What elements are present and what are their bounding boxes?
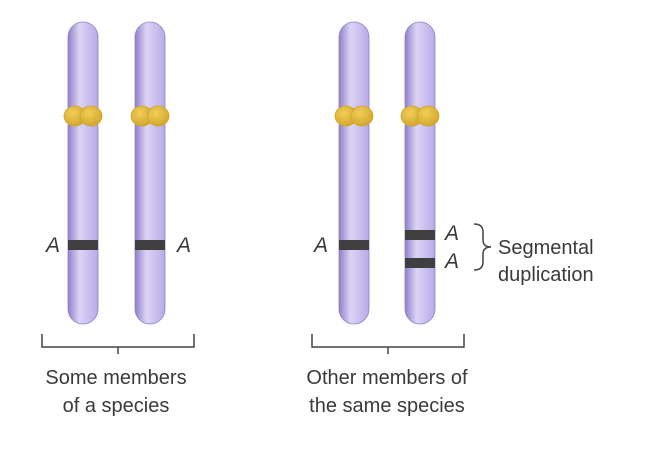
duplication-brace xyxy=(473,223,492,271)
chromosome-2 xyxy=(130,21,170,325)
chromosome-4 xyxy=(400,21,440,325)
chromosome-3-band xyxy=(339,240,369,250)
group-some-members: A A Some members of a species xyxy=(41,21,195,417)
chromosome-1 xyxy=(63,21,103,325)
gene-label-chr3: A xyxy=(312,234,328,257)
gene-label-chr1: A xyxy=(44,234,60,257)
chromosome-3 xyxy=(334,21,374,325)
chromosome-3-long-arm xyxy=(338,111,370,325)
chromosome-2-centromere xyxy=(130,105,170,127)
group-1-bracket xyxy=(41,334,195,354)
annotation-line2: duplication xyxy=(498,264,594,286)
group-2-caption-line2: the same species xyxy=(309,395,465,417)
annotation-line1: Segmental xyxy=(498,237,594,259)
chromosome-3-centromere xyxy=(334,105,374,127)
chromosome-4-centromere xyxy=(400,105,440,127)
chromosome-1-centromere xyxy=(63,105,103,127)
group-other-members: A A A Segmental duplication Other member… xyxy=(306,21,594,417)
gene-label-chr4-upper: A xyxy=(443,222,459,245)
chromosome-1-band xyxy=(68,240,98,250)
gene-label-chr4-lower: A xyxy=(443,250,459,273)
chromosome-1-long-arm xyxy=(67,111,99,325)
group-2-caption-line1: Other members of xyxy=(306,367,468,389)
chromosome-2-band xyxy=(135,240,165,250)
group-1-caption-line2: of a species xyxy=(63,395,170,417)
group-1-caption-line1: Some members xyxy=(45,367,186,389)
chromosome-2-long-arm xyxy=(134,111,166,325)
gene-label-chr2: A xyxy=(175,234,191,257)
chromosome-4-long-arm xyxy=(404,111,436,325)
chromosome-4-band-upper xyxy=(405,230,435,240)
group-2-bracket xyxy=(311,334,465,354)
chromosome-4-band-lower xyxy=(405,258,435,268)
